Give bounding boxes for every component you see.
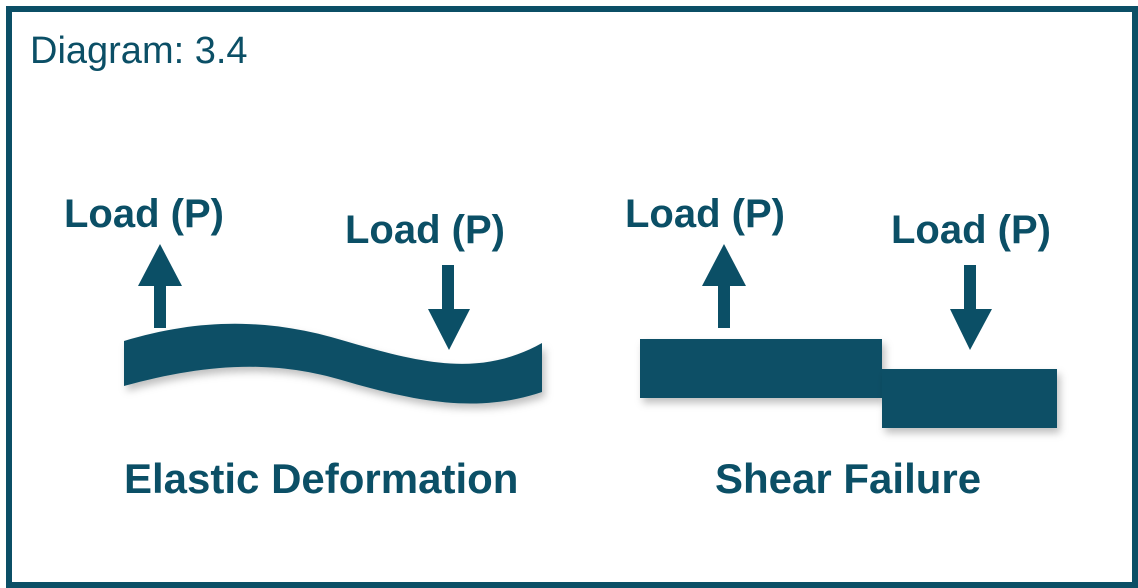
load-up-label-shear: Load (P): [625, 192, 785, 236]
shear-block-left: [640, 339, 882, 398]
load-up-label-elastic: Load (P): [64, 192, 224, 236]
bent-beam: [124, 323, 542, 404]
down-arrow-elastic: [428, 265, 470, 350]
load-down-label-shear: Load (P): [891, 208, 1051, 252]
diagram-frame: [6, 6, 1138, 588]
caption-elastic-deformation: Elastic Deformation: [124, 455, 519, 502]
shear-block-right: [882, 369, 1057, 428]
load-down-label-elastic: Load (P): [345, 208, 505, 252]
caption-shear-failure: Shear Failure: [715, 455, 982, 502]
up-arrow-elastic: [138, 244, 182, 328]
diagram-title: Diagram: 3.4: [30, 30, 248, 72]
down-arrow-shear: [950, 265, 992, 350]
up-arrow-shear: [702, 244, 746, 328]
